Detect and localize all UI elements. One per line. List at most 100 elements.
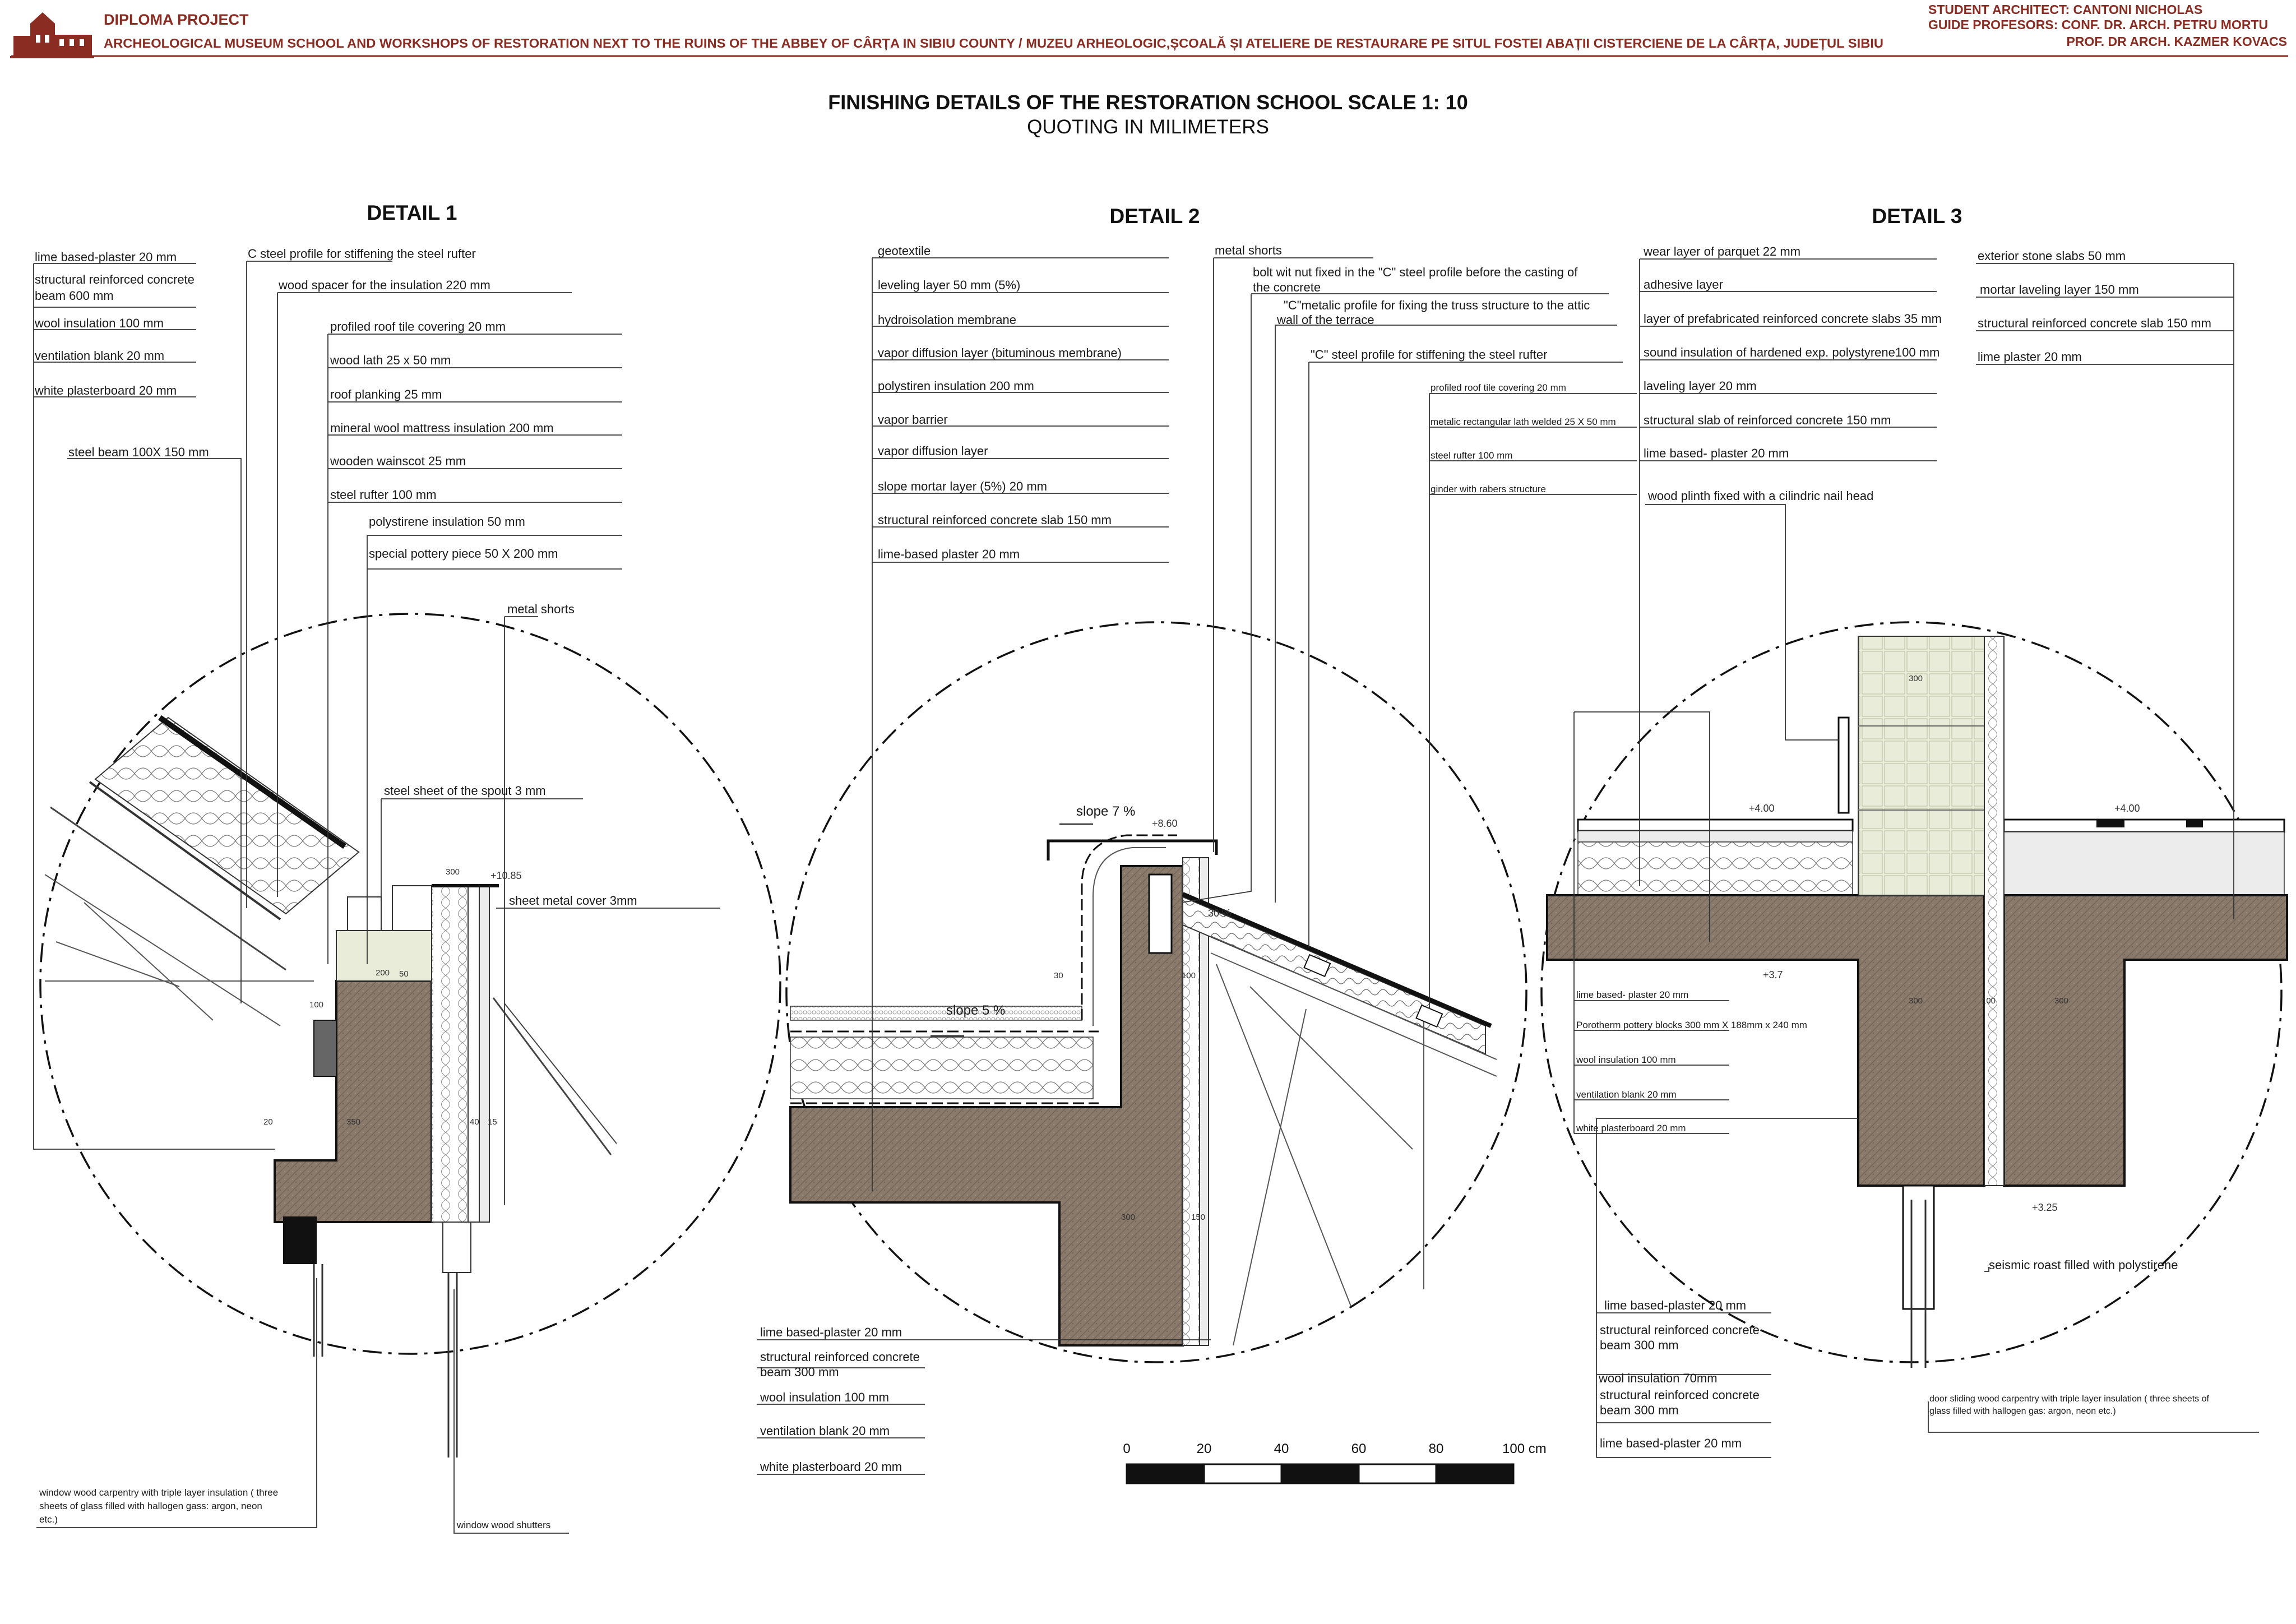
d1-label-wainscot: wooden wainscot 25 mm bbox=[330, 454, 466, 468]
d2-label-ventilation: ventilation blank 20 mm bbox=[760, 1424, 890, 1438]
d3-dim-1: 300 bbox=[1909, 996, 1923, 1006]
d2-label-slope-mortar: slope mortar layer (5%) 20 mm bbox=[878, 479, 1047, 493]
d3-label-lime-plaster-ext: lime plaster 20 mm bbox=[1978, 350, 2082, 364]
d1-dim-6: 15 bbox=[488, 1117, 497, 1127]
d3-label-wall-wool: wool insulation 100 mm bbox=[1576, 1054, 1676, 1065]
d1-dim-7: 40 bbox=[470, 1117, 479, 1127]
d3-label-beam-2a: structural reinforced concrete bbox=[1600, 1388, 1760, 1402]
d3-label-beam-2b: beam 300 mm bbox=[1600, 1403, 1679, 1417]
d3-label-mortar: mortar laveling layer 150 mm bbox=[1980, 283, 2139, 297]
d1-label-roof-planking: roof planking 25 mm bbox=[330, 387, 442, 401]
d3-label-prefab-slabs: layer of prefabricated reinforced concre… bbox=[1644, 312, 1942, 326]
d1-dim-5: 350 bbox=[346, 1117, 360, 1127]
d3-label-beam-plaster-2: lime based-plaster 20 mm bbox=[1600, 1436, 1742, 1450]
d3-label-stone-slabs: exterior stone slabs 50 mm bbox=[1978, 249, 2126, 263]
d1-label-steel-rufter: steel rufter 100 mm bbox=[330, 488, 437, 502]
scale-bar-tick-label: 0 bbox=[1123, 1441, 1130, 1456]
d2-label-leveling: leveling layer 50 mm (5%) bbox=[878, 278, 1020, 292]
d2-label-polystiren: polystiren insulation 200 mm bbox=[878, 379, 1034, 393]
d2-label-metal-lath: metalic rectangular lath welded 25 X 50 … bbox=[1431, 417, 1616, 427]
d2-label-vapor-barrier: vapor barrier bbox=[878, 413, 948, 427]
sheet-title: FINISHING DETAILS OF THE RESTORATION SCH… bbox=[828, 91, 1468, 114]
header: DIPLOMA PROJECT ARCHEOLOGICAL MUSEUM SCH… bbox=[10, 2, 2288, 58]
d2-label-concrete-slab: structural reinforced concrete slab 150 … bbox=[878, 513, 1112, 527]
guide-professor-2: PROF. DR ARCH. KAZMER KOVACS bbox=[2066, 34, 2287, 49]
d3-level-ceiling: +3.7 bbox=[1763, 969, 1783, 980]
d3-label-beam-1b: beam 300 mm bbox=[1600, 1338, 1679, 1352]
scale-bar-segment bbox=[1126, 1463, 1205, 1484]
d3-label-beam-1a: structural reinforced concrete bbox=[1600, 1323, 1760, 1337]
d3-label-parquet: wear layer of parquet 22 mm bbox=[1643, 244, 1800, 258]
d1-label-window-1: window wood carpentry with triple layer … bbox=[39, 1487, 278, 1498]
d3-label-wood-plinth: wood plinth fixed with a cilindric nail … bbox=[1647, 489, 1873, 503]
d2-label-steel-rufter: steel rufter 100 mm bbox=[1431, 450, 1512, 461]
detail-1-roof bbox=[44, 715, 360, 1026]
d3-level-opening: +3.25 bbox=[2032, 1202, 2058, 1213]
detail-1-title: DETAIL 1 bbox=[367, 201, 457, 224]
d3-label-door-2: glass filled with hallogen gas: argon, n… bbox=[1929, 1406, 2116, 1416]
scale-bar-tick-label: 100 cm bbox=[1502, 1441, 1547, 1456]
detail-1-dims: +10.85 300 200 50 100 20 350 15 40 bbox=[263, 867, 522, 1127]
d2-label-c-profile-1: "C"metalic profile for fixing the truss … bbox=[1284, 298, 1590, 312]
detail-3: DETAIL 3 bbox=[1540, 205, 2288, 1458]
detail-2-circle bbox=[785, 621, 1527, 1363]
d3-label-wall-plasterboard: white plasterboard 20 mm bbox=[1576, 1123, 1686, 1133]
d1-label-wool-insulation: wool insulation 100 mm bbox=[34, 316, 164, 330]
detail-3-title: DETAIL 3 bbox=[1872, 205, 1962, 228]
d2-dim-0: 300 bbox=[1121, 1213, 1135, 1222]
guide-professor-1: GUIDE PROFESORS: CONF. DR. ARCH. PETRU M… bbox=[1928, 17, 2268, 32]
d1-label-spout-sheet: steel sheet of the spout 3 mm bbox=[384, 784, 546, 798]
d3-label-lime-plaster: lime based- plaster 20 mm bbox=[1644, 446, 1789, 460]
scale-bar-tick-label: 40 bbox=[1274, 1441, 1289, 1456]
d2-label-geotextile: geotextile bbox=[878, 244, 931, 258]
d2-label-plasterboard: white plasterboard 20 mm bbox=[760, 1460, 902, 1474]
scale-bar-segment bbox=[1358, 1463, 1437, 1484]
detail-2-leaders bbox=[757, 257, 1637, 1475]
d3-label-wall-ventilation: ventilation blank 20 mm bbox=[1576, 1089, 1677, 1100]
d2-label-wool: wool insulation 100 mm bbox=[760, 1390, 889, 1404]
sheet-subtitle: QUOTING IN MILIMETERS bbox=[1027, 116, 1269, 138]
d1-label-wood-lath: wood lath 25 x 50 mm bbox=[330, 353, 451, 367]
d1-dim-level: +10.85 bbox=[490, 870, 522, 881]
d1-label-concrete-beam-2: beam 600 mm bbox=[35, 289, 114, 303]
d1-label-ventilation-blank: ventilation blank 20 mm bbox=[35, 349, 164, 363]
detail-2-terrace bbox=[789, 834, 1218, 1347]
d2-label-roof-tile: profiled roof tile covering 20 mm bbox=[1431, 382, 1566, 393]
d2-label-c-stiffening: "C" steel profile for stiffening the ste… bbox=[1311, 348, 1547, 362]
scale-bar-tick-label: 80 bbox=[1429, 1441, 1444, 1456]
d3-level-ext: +4.00 bbox=[2114, 803, 2140, 814]
d1-label-wood-spacer: wood spacer for the insulation 220 mm bbox=[278, 278, 490, 292]
d1-label-plasterboard: white plasterboard 20 mm bbox=[34, 383, 177, 397]
d3-level-int: +4.00 bbox=[1749, 803, 1775, 814]
detail-1-wall bbox=[274, 884, 617, 1458]
d1-label-pottery-piece: special pottery piece 50 X 200 mm bbox=[369, 547, 558, 561]
d1-label-window-2: sheets of glass filled with hallogen gas… bbox=[39, 1501, 262, 1511]
d3-label-wall-plaster: lime based- plaster 20 mm bbox=[1576, 989, 1688, 1000]
detail-1-labels: lime based-plaster 20 mm structural rein… bbox=[34, 247, 637, 1530]
d1-dim-1: 200 bbox=[376, 968, 390, 978]
scale-bar-tick-label: 20 bbox=[1197, 1441, 1212, 1456]
project-subtitle: ARCHEOLOGICAL MUSEUM SCHOOL AND WORKSHOP… bbox=[104, 35, 1883, 51]
detail-1-leaders bbox=[33, 261, 720, 1534]
project-label: DIPLOMA PROJECT bbox=[104, 11, 249, 28]
d1-dim-0: 300 bbox=[446, 867, 460, 877]
d2-label-pitch: 30 % bbox=[1208, 908, 1231, 919]
d2-label-bolt-2: the concrete bbox=[1253, 280, 1321, 294]
detail-2-roof bbox=[1182, 892, 1497, 1346]
detail-2-title: DETAIL 2 bbox=[1109, 205, 1200, 228]
d3-label-beam-wool: wool insulation 70mm bbox=[1598, 1371, 1718, 1385]
detail-1-circle bbox=[39, 613, 781, 1355]
school-logo bbox=[10, 12, 94, 58]
d2-label-beam-2: beam 300 mm bbox=[760, 1365, 839, 1379]
d1-dim-4: 20 bbox=[263, 1117, 273, 1127]
d3-label-seismic-roast: seismic roast filled with polystirene bbox=[1989, 1258, 2178, 1272]
d1-label-metal-shorts: metal shorts bbox=[507, 602, 575, 616]
d3-label-beam-plaster: lime based-plaster 20 mm bbox=[1604, 1298, 1746, 1312]
scale-bar-segment bbox=[1435, 1463, 1515, 1484]
d1-label-window-3: etc.) bbox=[39, 1514, 58, 1525]
d1-label-roof-tile: profiled roof tile covering 20 mm bbox=[330, 320, 506, 334]
d3-label-door-1: door sliding wood carpentry with triple … bbox=[1929, 1394, 2209, 1404]
detail-3-labels: wear layer of parquet 22 mm adhesive lay… bbox=[1576, 244, 2211, 1450]
